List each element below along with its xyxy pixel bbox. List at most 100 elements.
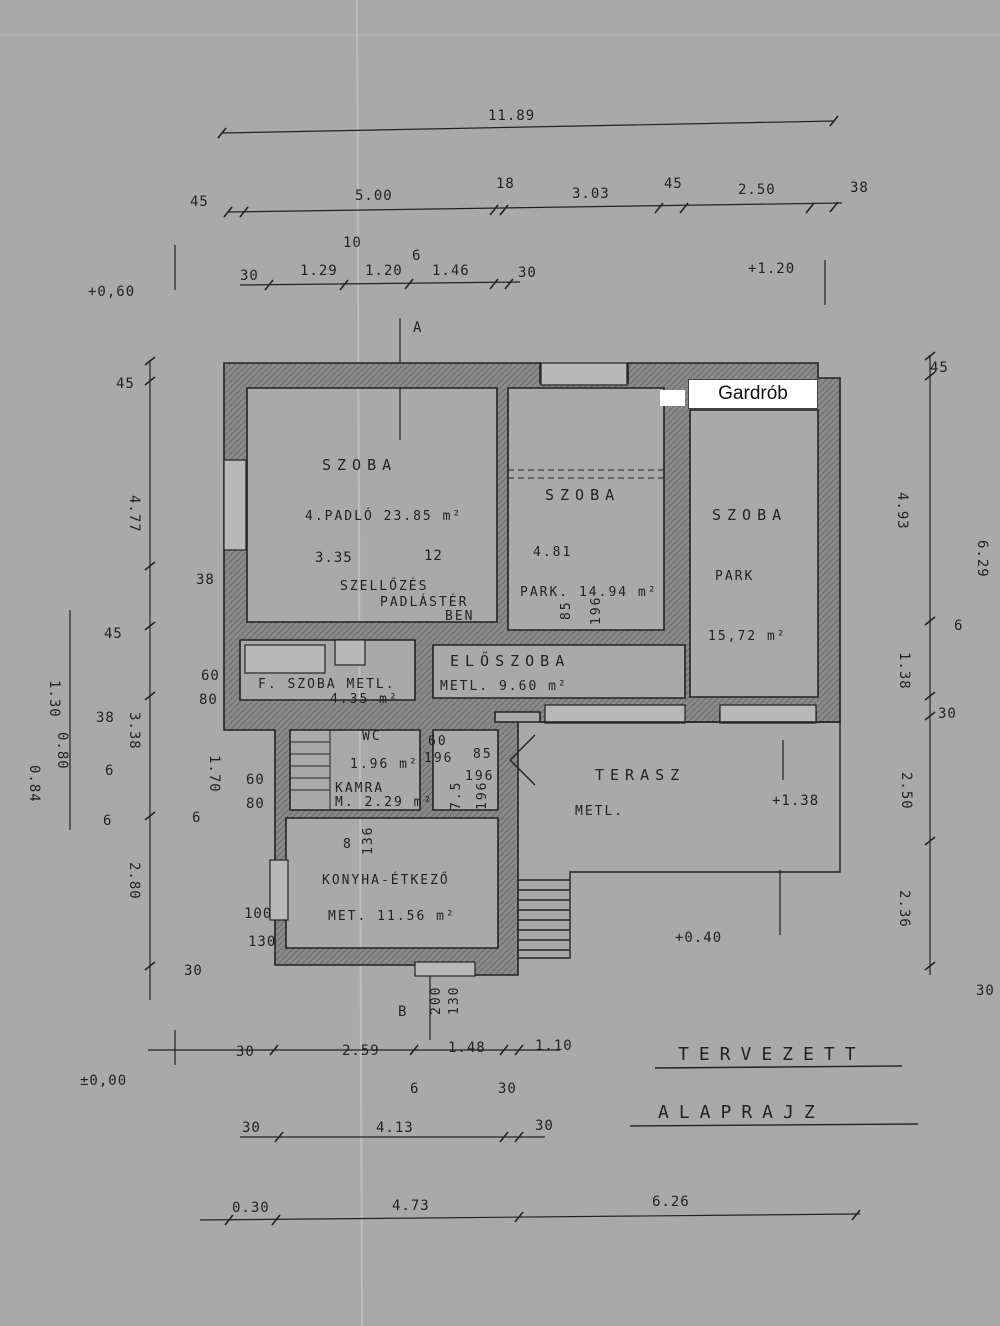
hall-info: METL. 9.60 m² [440, 679, 568, 694]
dim-left-j: 0.80 [54, 732, 70, 770]
kitchen-area: MET. 11.56 m² [328, 909, 456, 924]
dim-inner-m: 200 [429, 986, 444, 1015]
dim-left-c: 38 [196, 572, 215, 588]
hall-name: ELŐSZOBA [450, 650, 570, 670]
dim-left-g: 60 [201, 668, 220, 684]
vent-label-1: SZELLŐZÉS [340, 578, 428, 594]
dim-right-i: 30 [976, 983, 995, 999]
dim-inner-h: 196 [465, 769, 494, 784]
dim-inner-i: 7.5 [449, 781, 464, 810]
bath-area: 4.35 m² [330, 692, 399, 707]
dim-right-e: 1.38 [896, 652, 912, 690]
dim-top2-e: 6 [412, 248, 421, 264]
dim-bottom-f: 30 [498, 1081, 517, 1097]
dim-top-b: 5.00 [355, 188, 393, 204]
dim-inner-n: 130 [447, 986, 462, 1015]
dim-bottom3-c: 6.26 [652, 1194, 690, 1210]
title-underline-1 [654, 1065, 903, 1069]
dim-inner-g: 85 [473, 747, 493, 762]
wc-area: 1.96 m² [350, 757, 419, 772]
level-1: +0,60 [88, 284, 135, 300]
dim-bottom3-b: 4.73 [392, 1198, 430, 1214]
terrace-name: TERASZ [595, 766, 685, 784]
dim-inner-c: 85 [559, 600, 574, 620]
dim-bottom-e: 6 [410, 1081, 419, 1097]
dim-left-p: 60 [246, 772, 265, 788]
vent-label-3: BEN [445, 609, 474, 624]
dim-top-f: 2.50 [738, 182, 776, 198]
dim-left-n: 6 [192, 810, 201, 826]
title-underline-2 [629, 1123, 919, 1127]
drawing-title-2: ALAPRAJZ [658, 1102, 825, 1123]
dim-left-h: 80 [199, 692, 218, 708]
dim-left-q: 80 [246, 796, 265, 812]
dim-bottom2-a: 30 [242, 1120, 261, 1136]
gardrob-label: Gardrób [688, 379, 818, 409]
dim-left-m: 6 [103, 813, 112, 829]
dim-top2-a: 30 [240, 268, 259, 284]
dim-bottom2-c: 30 [535, 1118, 554, 1134]
dim-inner-f: 196 [424, 751, 453, 766]
dim-top2-g: 30 [518, 265, 537, 281]
dim-top2-d: 1.20 [365, 263, 403, 279]
room-2-width: 4.81 [533, 545, 572, 560]
level-3: +0.40 [675, 930, 722, 946]
dim-right-h: 2.36 [896, 890, 912, 928]
dim-inner-d: 196 [589, 596, 604, 625]
annotation-marker [660, 390, 685, 406]
dim-left-a: 45 [116, 376, 135, 392]
dim-top-e: 45 [664, 176, 683, 192]
dim-top-g: 38 [850, 180, 869, 196]
room-1-name: SZOBA [322, 456, 397, 474]
dim-bottom3-a: 0.30 [232, 1200, 270, 1216]
drawing-title-1: TERVEZETT [678, 1044, 866, 1065]
section-mark-b: B [398, 1004, 407, 1020]
room-3-name: SZOBA [712, 506, 787, 524]
vent-label-2: PADLÁSTÉR [380, 594, 468, 610]
dim-right-b: 4.93 [894, 492, 910, 530]
dim-bottom-c: 1.48 [448, 1040, 486, 1056]
dim-bottom-b: 2.59 [342, 1043, 380, 1059]
dim-left-i: 38 [96, 710, 115, 726]
dim-left-e: 1.30 [46, 680, 62, 718]
dim-top-d: 3.03 [572, 186, 610, 202]
dim-top2-c: 10 [343, 235, 362, 251]
pantry-area: M. 2.29 m² [335, 795, 433, 810]
level-2: +1.20 [748, 261, 795, 277]
section-mark-a: A [413, 320, 422, 336]
dim-top-c: 18 [496, 176, 515, 192]
terrace-floor: METL. [575, 804, 624, 819]
dimension-lines [69, 120, 931, 1221]
dim-inner-b: 12 [424, 548, 443, 564]
dim-inner-e: 60 [428, 734, 448, 749]
room-2-info: PARK. 14.94 m² [520, 585, 658, 600]
dim-top2-f: 1.46 [432, 263, 470, 279]
room-3-area: 15,72 m² [708, 629, 787, 644]
dim-left-u: 30 [184, 963, 203, 979]
dim-left-s: 100 [244, 906, 272, 922]
dim-top2-b: 1.29 [300, 263, 338, 279]
dim-inner-l: 136 [361, 826, 376, 855]
dim-left-k: 0.84 [26, 765, 42, 803]
dim-right-f: 30 [938, 706, 957, 722]
dim-right-d: 6 [954, 618, 963, 634]
dim-total-width: 11.89 [488, 108, 535, 124]
inner-stairs [289, 469, 664, 811]
dim-left-o: 1.70 [206, 755, 222, 793]
dim-bottom-d: 1.10 [535, 1038, 573, 1054]
dim-left-t: 130 [248, 934, 276, 950]
dimension-ticks [144, 115, 936, 1226]
dim-inner-a: 3.35 [315, 550, 353, 566]
dim-left-d: 45 [104, 626, 123, 642]
dim-right-c: 6.29 [974, 540, 990, 578]
bath-name: F. SZOBA METL. [258, 677, 396, 692]
wc-name: WC [362, 729, 382, 744]
dim-left-l: 6 [105, 763, 114, 779]
dim-left-f: 3.38 [126, 712, 142, 750]
terrace-outline [509, 721, 841, 959]
room-2-name: SZOBA [545, 486, 620, 504]
dim-right-g: 2.50 [898, 772, 914, 810]
dim-inner-j: 196 [475, 781, 490, 810]
room-3-floor: PARK [715, 569, 754, 584]
